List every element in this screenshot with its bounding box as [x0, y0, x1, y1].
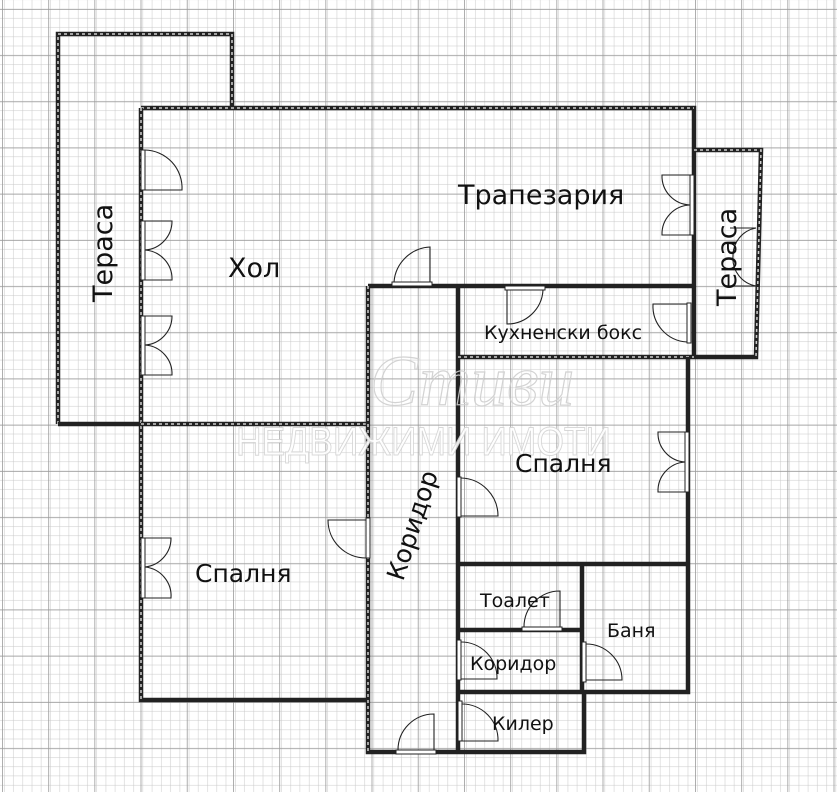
room-label-koridor-small: Коридор — [470, 653, 556, 675]
room-label-terasa-left: Тераса — [88, 204, 119, 303]
door-small-corridor — [456, 639, 498, 681]
door-terrace-right — [730, 227, 757, 287]
door-hol-terrace-3 — [140, 315, 173, 376]
door-bedroom-left — [327, 517, 371, 559]
room-label-banya: Баня — [607, 620, 656, 642]
room-label-kuhnenski-boks: Кухненски бокс — [484, 322, 642, 344]
room-label-hol: Хол — [228, 253, 280, 284]
door-kitchen-1 — [504, 285, 546, 325]
doors — [140, 149, 757, 755]
door-trapezaria-terrace — [661, 174, 695, 236]
room-label-kiler: Килер — [492, 713, 554, 735]
door-hol-terrace-2 — [140, 220, 173, 281]
room-label-trapezaria: Трапезария — [457, 180, 624, 211]
room-label-terasa-right: Тераса — [712, 208, 743, 307]
door-hol-terrace-1 — [140, 149, 183, 191]
door-kiler — [457, 700, 499, 742]
watermark-subtitle: НЕДВИЖИМИ ИМОТИ — [236, 420, 611, 464]
door-bedroom-right-window — [657, 431, 690, 493]
door-kitchen-terrace — [652, 302, 692, 344]
door-toilet — [521, 590, 563, 632]
room-label-toalet: Тоалет — [479, 590, 550, 612]
watermark-brand: Стиви — [370, 341, 574, 421]
door-bedroom-left-window — [140, 537, 172, 599]
room-label-spalnya-right: Спалня — [515, 449, 611, 478]
room-label-spalnya-left: Спалня — [195, 559, 291, 588]
door-corridor-hol — [391, 246, 433, 287]
door-bedroom-right — [456, 476, 499, 518]
door-bath — [581, 641, 623, 683]
door-entrance — [395, 713, 437, 755]
watermark: Стиви НЕДВИЖИМИ ИМОТИ — [236, 340, 612, 464]
